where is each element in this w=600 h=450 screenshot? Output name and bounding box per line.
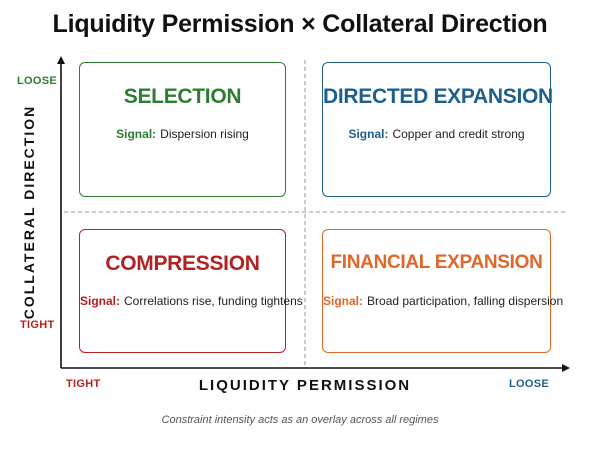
signal-label: Signal: bbox=[116, 127, 157, 141]
quadrant-signal: Signal:Broad participation, falling disp… bbox=[323, 294, 563, 308]
signal-text: Dispersion rising bbox=[160, 127, 249, 141]
quadrant-title: SELECTION bbox=[123, 85, 242, 108]
y-axis-high-label: LOOSE bbox=[17, 75, 58, 87]
quadrant-selection: SELECTION Signal:Dispersion rising bbox=[79, 62, 286, 197]
signal-label: Signal: bbox=[80, 294, 121, 308]
y-axis-title: COLLATERAL DIRECTION bbox=[21, 104, 37, 320]
quadrant-financial-expansion: FINANCIAL EXPANSION Signal:Broad partici… bbox=[322, 229, 563, 353]
x-axis-low-label: TIGHT bbox=[66, 378, 101, 390]
quadrant-signal: Signal:Correlations rise, funding tighte… bbox=[80, 294, 303, 308]
quadrant-title: COMPRESSION bbox=[105, 252, 260, 275]
signal-label: Signal: bbox=[323, 294, 364, 308]
x-axis-title: LIQUIDITY PERMISSION bbox=[198, 377, 412, 394]
signal-text: Broad participation, falling dispersion bbox=[367, 294, 564, 308]
quadrant-directed-expansion: DIRECTED EXPANSION Signal:Copper and cre… bbox=[322, 62, 553, 197]
quadrant-title: DIRECTED EXPANSION bbox=[323, 85, 553, 108]
signal-text: Correlations rise, funding tightens bbox=[124, 294, 303, 308]
signal-label: Signal: bbox=[348, 127, 389, 141]
quadrant-signal: Signal:Dispersion rising bbox=[80, 127, 285, 141]
quadrant-title: FINANCIAL EXPANSION bbox=[330, 252, 543, 273]
quadrant-compression: COMPRESSION Signal:Correlations rise, fu… bbox=[79, 229, 303, 353]
quadrant-signal: Signal:Copper and credit strong bbox=[323, 127, 550, 141]
footnote: Constraint intensity acts as an overlay … bbox=[161, 414, 439, 426]
signal-text: Copper and credit strong bbox=[392, 127, 525, 141]
diagram-title: Liquidity Permission × Collateral Direct… bbox=[52, 10, 548, 38]
y-axis-low-label: TIGHT bbox=[20, 319, 55, 331]
x-axis-high-label: LOOSE bbox=[509, 378, 550, 390]
